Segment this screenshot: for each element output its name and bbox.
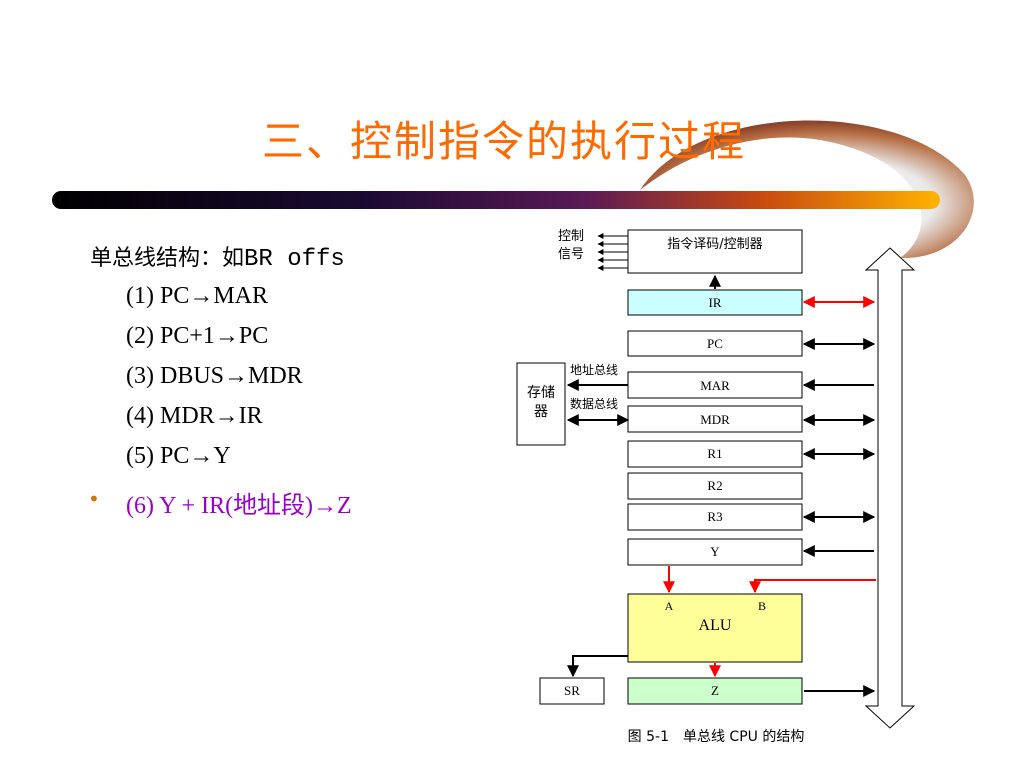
alu-to-sr-arrow bbox=[567, 655, 628, 678]
memory-label-2: 器 bbox=[534, 404, 548, 420]
figure-caption: 图 5-1 单总线 CPU 的结构 bbox=[628, 729, 805, 745]
mar-label: MAR bbox=[700, 378, 730, 393]
pc-label: PC bbox=[707, 336, 723, 351]
control-signal-label-2: 信号 bbox=[558, 247, 584, 262]
swoosh-shape bbox=[640, 120, 974, 259]
r3-register bbox=[627, 503, 803, 531]
step-4: (4) MDR→IR bbox=[126, 403, 263, 429]
z-register bbox=[627, 677, 803, 705]
step-1: (1) PC→MAR bbox=[126, 283, 269, 309]
mdr-register bbox=[627, 405, 803, 433]
step-2: (2) PC+1→PC bbox=[126, 323, 269, 349]
control-signal-arrows bbox=[597, 233, 628, 271]
r3-label: R3 bbox=[707, 509, 722, 524]
address-bus-label: 地址总线 bbox=[570, 363, 618, 377]
memory-label-1: 存储 bbox=[527, 385, 555, 401]
pc-register bbox=[627, 330, 803, 357]
y-label: Y bbox=[710, 544, 720, 559]
page-title: 三、控制指令的执行过程 bbox=[262, 117, 747, 166]
decoder-label: 指令译码/控制器 bbox=[667, 237, 762, 252]
memory-box bbox=[516, 362, 566, 446]
bus-to-alu-b-arrow bbox=[749, 579, 876, 594]
z-label: Z bbox=[711, 683, 719, 698]
mdr-label: MDR bbox=[700, 412, 730, 427]
bullet-dot: • bbox=[88, 487, 100, 511]
mar-register bbox=[627, 371, 803, 399]
heading-prefix: 单总线结构：如 bbox=[90, 246, 245, 271]
ir-label: IR bbox=[709, 295, 722, 310]
heading-code: BR offs bbox=[244, 246, 345, 273]
r1-register bbox=[627, 440, 803, 468]
r1-label: R1 bbox=[707, 446, 722, 461]
r2-register bbox=[627, 472, 803, 500]
alu-input-b: B bbox=[758, 599, 766, 613]
step-3: (3) DBUS→MDR bbox=[126, 363, 303, 389]
system-bus bbox=[864, 247, 916, 729]
control-signal-label-1: 控制 bbox=[558, 229, 584, 244]
alu-input-a: A bbox=[665, 599, 674, 613]
decoder-box bbox=[627, 229, 803, 274]
alu-box bbox=[627, 593, 803, 663]
alu-label: ALU bbox=[699, 617, 732, 634]
step-5: (5) PC→Y bbox=[126, 443, 231, 469]
y-register bbox=[627, 538, 803, 566]
data-bus-label: 数据总线 bbox=[570, 396, 618, 411]
r2-label: R2 bbox=[707, 478, 722, 493]
title-bar bbox=[52, 191, 940, 209]
ir-register bbox=[627, 289, 803, 316]
heading-line: 单总线结构：如BR offs bbox=[90, 240, 345, 273]
sr-register bbox=[539, 677, 605, 705]
step-6-highlight: (6) Y + IR(地址段)→Z bbox=[126, 493, 352, 519]
sr-label: SR bbox=[564, 683, 580, 698]
